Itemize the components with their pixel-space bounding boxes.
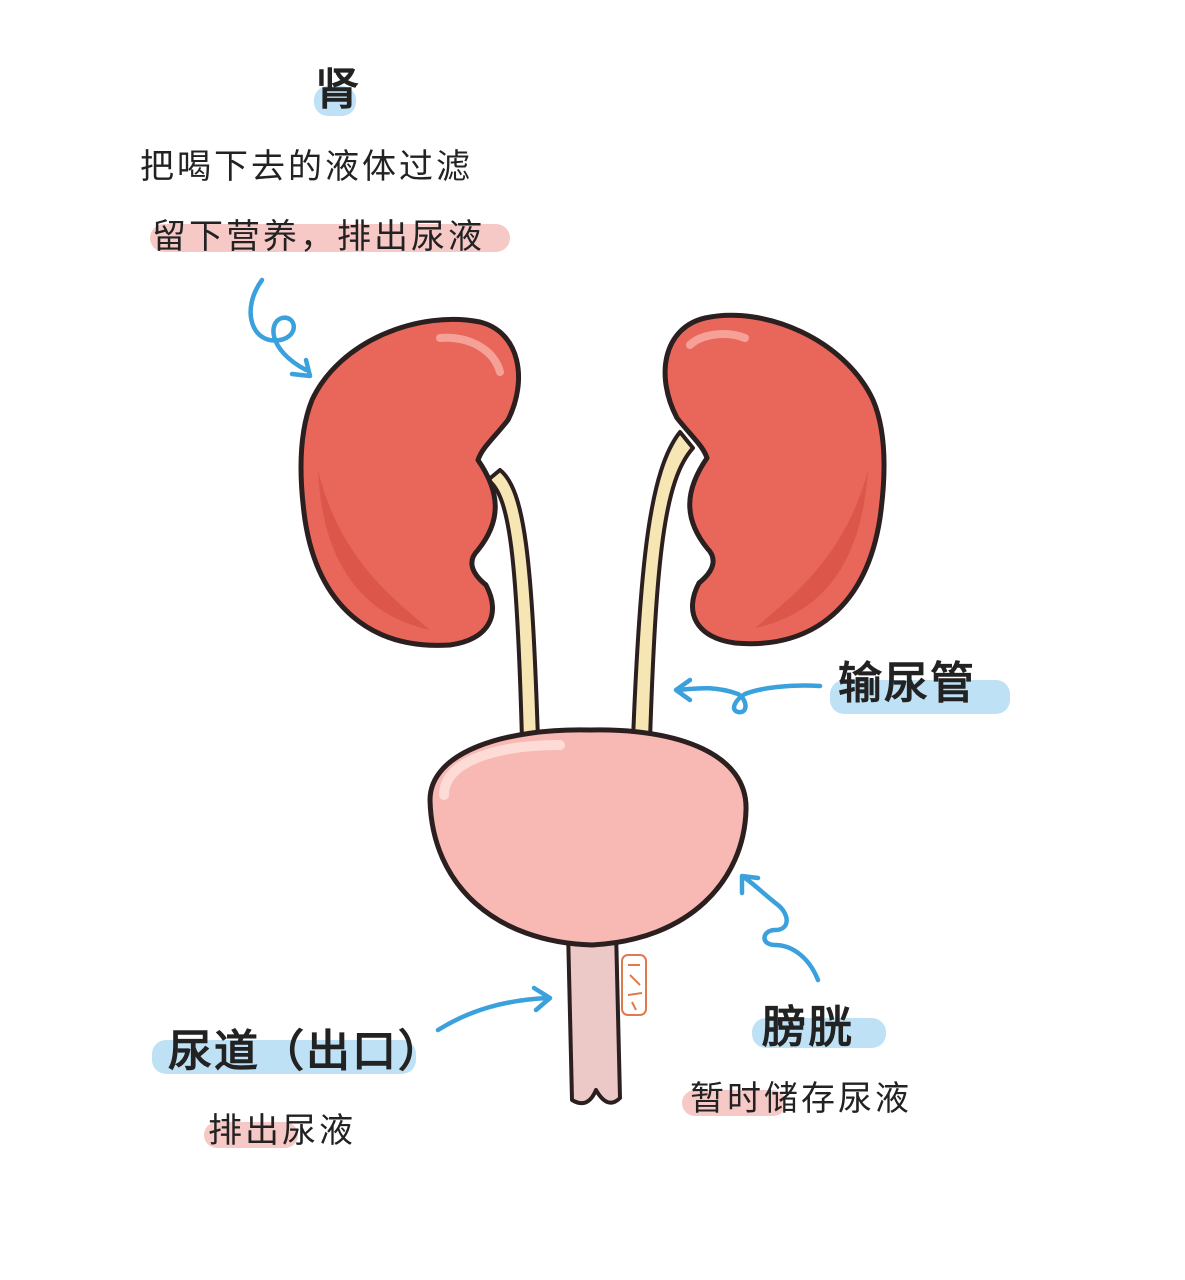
left-kidney — [298, 316, 522, 648]
ureter-arrow — [673, 677, 823, 715]
kidney-description-line2: 留下营养，排出尿液 — [152, 217, 485, 257]
urethra — [566, 928, 622, 1106]
urethra-description-highlight — [204, 1122, 298, 1148]
bladder-description: 暂时储存尿液 — [690, 1079, 912, 1119]
kidney-title-highlight — [314, 86, 356, 116]
ureter-title-highlight — [830, 680, 1010, 714]
artist-seal-stamp — [621, 954, 647, 1016]
kidney-arrow — [248, 277, 313, 379]
urethra-title-highlight — [152, 1040, 416, 1074]
right-kidney — [662, 312, 887, 647]
urethra-arrow — [435, 985, 553, 1033]
urethra-title: 尿道（出口） — [168, 1026, 444, 1077]
kidney-title: 肾 — [315, 64, 361, 115]
kidney-description-line2-highlight — [150, 224, 510, 252]
arrows — [248, 277, 823, 1033]
bladder-title: 膀胱 — [762, 1002, 854, 1053]
ureters — [486, 430, 695, 742]
bladder-arrow — [739, 873, 821, 983]
bladder — [427, 727, 749, 948]
bladder-title-highlight — [752, 1018, 886, 1048]
ureter-title: 输尿管 — [838, 658, 976, 709]
urethra-description: 排出尿液 — [208, 1111, 356, 1151]
kidney-description-line1: 把喝下去的液体过滤 — [140, 147, 473, 187]
bladder-description-highlight — [682, 1090, 786, 1116]
